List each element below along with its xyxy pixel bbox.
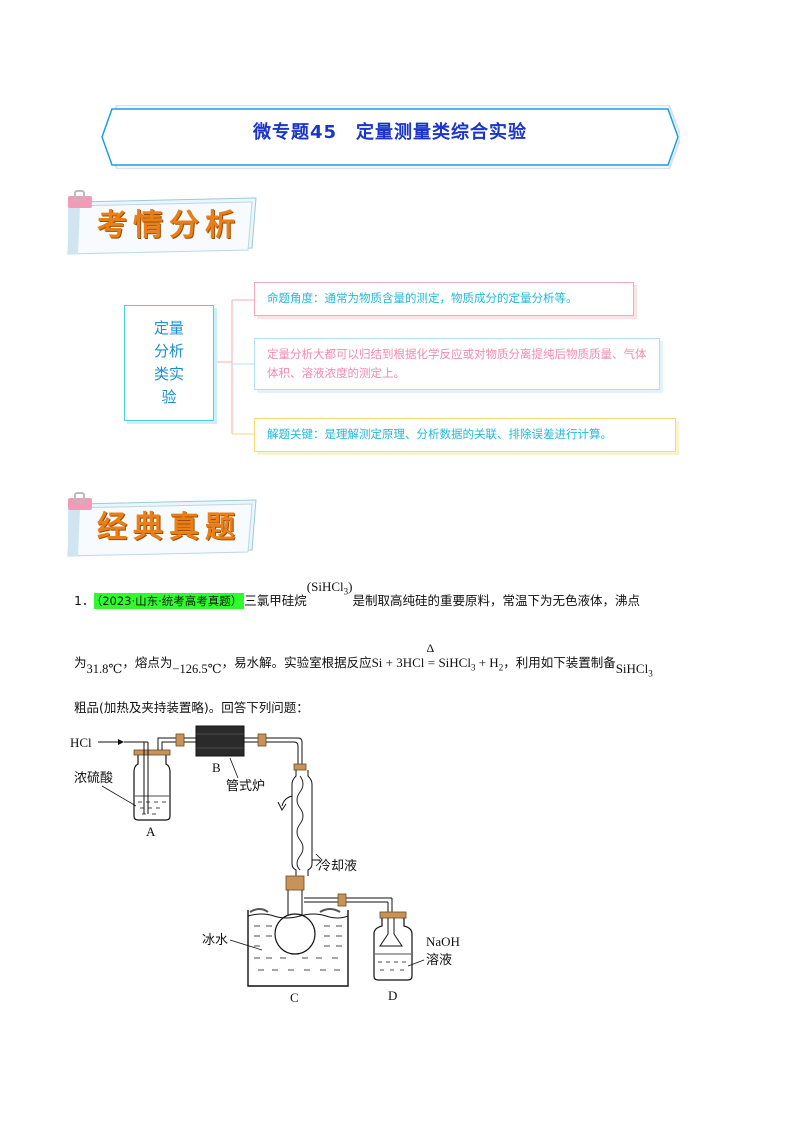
label-naoh: NaOH [426, 934, 460, 949]
reaction-reactants: Si + 3HCl [371, 655, 425, 670]
formula-subscript: 3 [648, 668, 653, 679]
root-line: 验 [161, 388, 177, 406]
tube [184, 737, 196, 743]
mindmap-root: 定量 分析 类实 验 [124, 305, 214, 421]
page-title: 微专题45 定量测量类综合实验 [252, 122, 528, 143]
pointer-line [407, 959, 425, 967]
label-ice: 冰水 [202, 932, 228, 947]
tube-furnace-b [195, 725, 258, 757]
bottle-d [373, 911, 413, 981]
tube-connector [337, 893, 347, 907]
melting-point: −126.5℃ [172, 662, 222, 676]
formula-text: (SiHCl [306, 579, 344, 594]
apparatus-diagram: HCl 浓硫酸 A B 管式炉 冷却液 [70, 725, 460, 1005]
pointer-line [229, 757, 239, 779]
mindmap-branch-method: 定量分析大都可以归结到根据化学反应或对物质分离提纯后物质质量、气体体积、溶液浓度… [254, 338, 660, 390]
formula-subscript: 2 [498, 662, 504, 673]
root-line: 定量 [153, 319, 184, 337]
reaction-arrow: Δ= [426, 641, 436, 670]
bottle-a [124, 737, 180, 821]
header-paper [67, 499, 257, 557]
formula-subscript: 3 [470, 662, 476, 673]
section-title-analysis: 考情分析 [97, 208, 241, 243]
label-furnace: 管式炉 [226, 778, 265, 793]
mindmap-branch-key: 解题关键：是理解测定原理、分析数据的关联、排除误差进行计算。 [254, 418, 676, 452]
label-acid: 浓硫酸 [74, 770, 113, 785]
tube-connector [257, 733, 267, 747]
pointer-line [101, 785, 137, 807]
flask-c [274, 890, 316, 955]
label-d: D [388, 988, 397, 1003]
banner-frame [101, 105, 680, 169]
pointer-line [229, 939, 263, 951]
tube [266, 737, 303, 764]
condenser [277, 770, 323, 876]
question-line-3: 粗品(加热及夹持装置略)。回答下列问题： [74, 700, 309, 715]
clip-icon [68, 492, 92, 510]
label-coolant: 冷却液 [318, 858, 357, 873]
label-b: B [212, 760, 221, 775]
arrow-head [118, 739, 124, 745]
section-header-analysis: 考情分析 [66, 190, 262, 256]
question-text: 是制取高纯硅的重要原料，常温下为无色液体，沸点 [352, 593, 640, 608]
question-number: 1． [74, 593, 95, 608]
formula-sihcl3: (SiHCl3) [306, 579, 353, 597]
mindmap-branch-angle: 命题角度：通常为物质含量的测定，物质成分的定量分析等。 [254, 282, 634, 316]
boiling-point: 31.8℃ [86, 662, 123, 676]
section-title-exam: 经典真题 [97, 510, 241, 545]
root-line: 分析 [153, 342, 184, 360]
reaction-condition: Δ [426, 641, 435, 655]
label-a: A [146, 824, 156, 839]
question-text: 为 [74, 655, 87, 670]
tube-connector [293, 763, 307, 771]
question-text: 三氯甲硅烷 [244, 593, 307, 608]
question-text: ，易水解。实验室根据反应 [221, 655, 372, 670]
formula-text: ) [348, 579, 353, 594]
ice-bath [247, 908, 349, 987]
root-line: 类实 [153, 365, 184, 383]
question-source: （2023·山东·统考高考真题） [94, 593, 245, 609]
flask-stopper [285, 875, 305, 891]
reaction-product: SiHCl [438, 655, 471, 670]
tube-connector [175, 733, 185, 747]
title-banner: 微专题45 定量测量类综合实验 [100, 105, 680, 169]
clip-icon [68, 190, 92, 208]
label-c: C [290, 990, 299, 1005]
header-paper [67, 197, 257, 255]
formula-product: SiHCl3 [615, 661, 653, 679]
question-line-1: 1．（2023·山东·统考高考真题）三氯甲硅烷(SiHCl3)是制取高纯硅的重要… [74, 579, 640, 611]
label-hcl: HCl [70, 735, 92, 750]
label-solution: 溶液 [426, 952, 452, 967]
formula-subscript: 3 [343, 586, 349, 597]
question-text: ，熔点为 [122, 655, 173, 670]
formula-text: SiHCl [615, 661, 649, 676]
reaction-product: + H [475, 655, 499, 670]
section-header-exam: 经典真题 [66, 492, 262, 558]
question-text: ，利用如下装置制备 [503, 655, 616, 670]
tube [304, 897, 392, 903]
